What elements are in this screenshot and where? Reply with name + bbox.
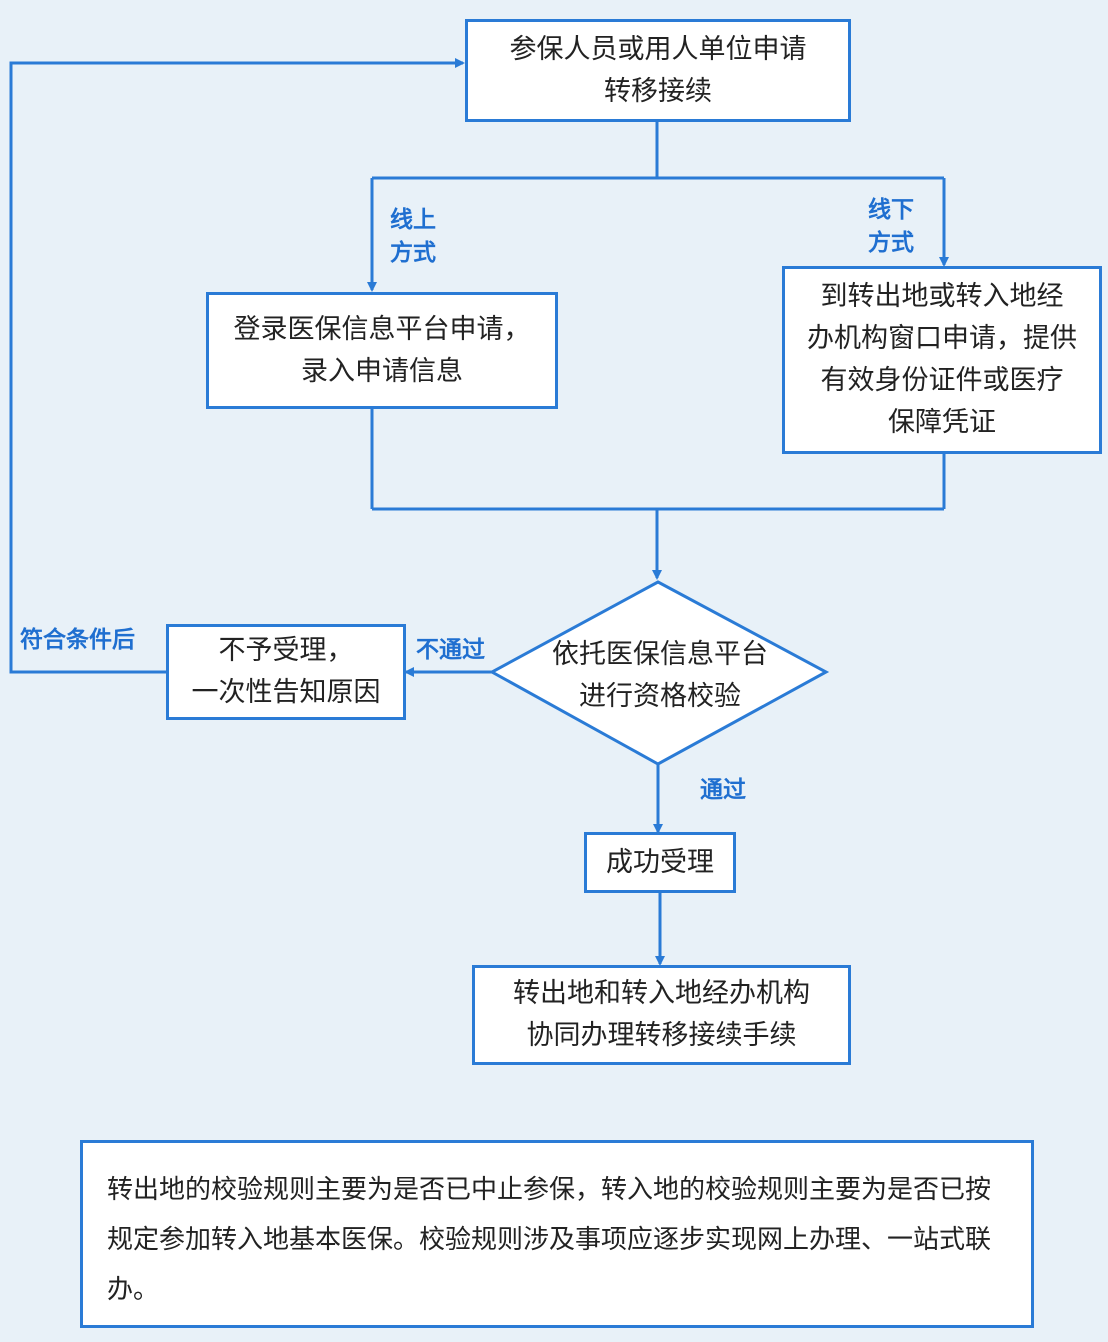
offline-apply-node: 到转出地或转入地经 办机构窗口申请，提供 有效身份证件或医疗 保障凭证 — [782, 266, 1102, 454]
reject-node: 不予受理， 一次性告知原因 — [166, 624, 406, 720]
offline-label: 线下 方式 — [868, 197, 914, 257]
online-label: 线上 方式 — [390, 207, 436, 267]
note-box: 转出地的校验规则主要为是否已中止参保，转入地的校验规则主要为是否已按规定参加转入… — [80, 1140, 1034, 1328]
retry-label: 符合条件后 — [20, 627, 135, 653]
note-text: 转出地的校验规则主要为是否已中止参保，转入地的校验规则主要为是否已按规定参加转入… — [107, 1175, 992, 1305]
pass-label: 通过 — [700, 777, 746, 803]
apply-node: 参保人员或用人单位申请 转移接续 — [465, 19, 851, 122]
transfer-node: 转出地和转入地经办机构 协同办理转移接续手续 — [472, 965, 851, 1065]
online-apply-node: 登录医保信息平台申请， 录入申请信息 — [206, 292, 558, 409]
arrow-retry-loop — [9, 58, 465, 674]
verify-node-text: 依托医保信息平台 进行资格校验 — [552, 639, 768, 712]
fail-label: 不通过 — [416, 637, 485, 663]
accept-node: 成功受理 — [584, 832, 736, 893]
